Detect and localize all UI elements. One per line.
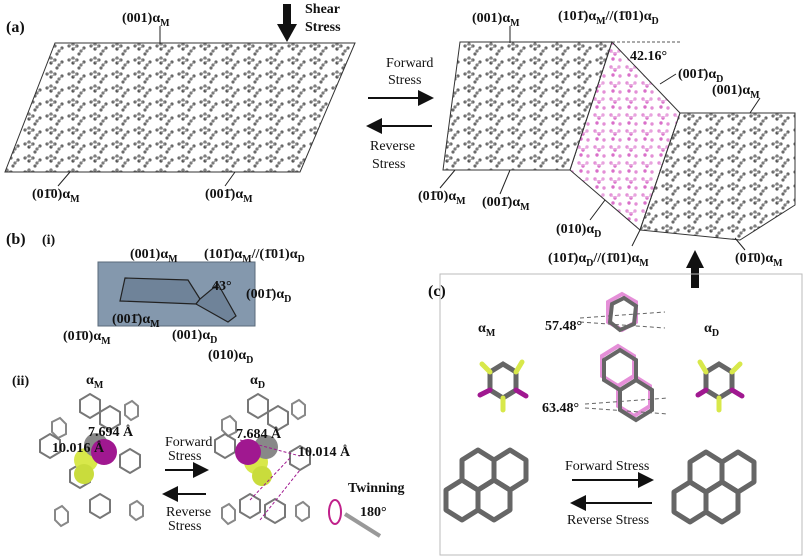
crystal-photo	[97, 261, 256, 327]
b-reverse-1: Reverse	[166, 505, 211, 520]
shear-arrow	[277, 4, 297, 42]
shear-label: Shear	[305, 2, 340, 17]
c-pyrene-left	[443, 447, 529, 523]
twin-plane-label: (101̄)αM//(1̄01)αD	[558, 9, 659, 27]
b-d-face-label: (001̄)αD	[246, 287, 291, 305]
upward-stress-arrow	[686, 250, 704, 288]
c-angle-2: 63.48°	[542, 401, 579, 416]
b-m-face-label-2: (01̄0)αM	[63, 329, 111, 347]
panel-a-label: (a)	[6, 19, 25, 36]
panel-b-ii-label: (ii)	[12, 374, 29, 389]
panel-b-label: (b)	[6, 231, 26, 248]
right-bottom-label-3: (010)αD	[556, 222, 601, 240]
forward-label-1: Forward	[386, 56, 433, 71]
right-bottom-label-2: (001̄)αM	[482, 195, 530, 213]
stress-label: Stress	[305, 20, 341, 35]
panel-b-i-label: (i)	[42, 233, 56, 248]
c-alpha-d-label: αD	[704, 321, 719, 339]
right-bottom-label-5: (01̄0)αM	[735, 251, 783, 269]
right-bottom-label-1: (01̄0)αM	[418, 189, 466, 207]
left-bottom-leader-1	[57, 171, 71, 187]
forward-label-2: Stress	[388, 73, 421, 88]
left-crystal	[4, 42, 356, 173]
b-forward-2: Stress	[168, 449, 201, 464]
panel-c-label: (c)	[428, 283, 446, 300]
b-alpha-d-label: αD	[250, 373, 265, 391]
c-alpha-m-label: αM	[478, 321, 496, 339]
b-forward-1: Forward	[165, 435, 212, 450]
c-reverse-label: Reverse Stress	[567, 513, 649, 528]
b-dist-4: 10.014 Å	[298, 444, 351, 460]
right-bottom-label-4: (101̄)αD//(1̄01)αM	[548, 251, 649, 269]
c-angle-line-1b	[579, 321, 666, 329]
c-forward-label: Forward Stress	[565, 459, 649, 474]
b-dist-2: 10.016 Å	[52, 440, 105, 456]
twinning-axis-arrow	[343, 512, 382, 538]
b-alpha-m-label: αM	[86, 373, 104, 391]
c-angle-line-1a	[579, 311, 666, 319]
alpha-m-packing	[39, 392, 144, 528]
alpha-m-spacefill	[74, 433, 117, 484]
right-top-face-label: (001)αM	[472, 11, 520, 29]
b-d-face-label-3: (010)αD	[208, 348, 253, 366]
c-angle-line-2a	[584, 397, 669, 405]
right-crystal-right-domain	[639, 112, 796, 241]
left-top-face-label: (001)αM	[122, 11, 170, 29]
right-bottom-leader-5	[734, 237, 746, 251]
c-overlay-middle	[600, 343, 654, 423]
twinning-rotation-icon	[328, 499, 342, 525]
right-top-face-label-2: (001)αM	[712, 83, 760, 101]
right-top-leader-2	[749, 97, 761, 114]
reverse-label-1: Reverse	[370, 139, 415, 154]
b-dist-3: 7.684 Å	[236, 426, 282, 442]
alpha-d-dashed-lines	[239, 439, 301, 521]
left-bottom-leader-2	[224, 171, 236, 187]
c-overlay-top	[606, 291, 639, 333]
c-alpha-m-molecule	[477, 359, 529, 413]
left-bottom-face-label-1: (01̄0)αM	[32, 187, 80, 205]
right-bottom-leader-4	[631, 229, 641, 247]
c-angle-1: 57.48°	[545, 319, 582, 334]
b-top-face-label: (001)αM	[130, 247, 178, 265]
alpha-d-packing	[214, 392, 311, 526]
right-d-face-leader	[659, 73, 677, 85]
right-bottom-leader-2	[499, 169, 511, 195]
b-m-face-label-1: (001̄)αM	[112, 312, 160, 330]
b-twin-plane-label: (101̄)αM//(1̄01)αD	[204, 247, 305, 265]
twinning-label: Twinning	[348, 481, 405, 496]
right-d-face-label: (001̄)αD	[678, 67, 723, 85]
b-d-face-label-2: (001)αD	[172, 328, 217, 346]
alpha-d-spacefill	[235, 435, 278, 486]
panel-c-frame	[439, 273, 803, 556]
twinning-angle: 180°	[360, 505, 387, 520]
c-pyrene-right	[671, 449, 757, 525]
reverse-label-2: Stress	[372, 157, 405, 172]
angle-label-a: 42.16°	[630, 49, 667, 64]
right-bottom-leader-3	[589, 199, 606, 221]
left-bottom-face-label-2: (001̄)αM	[205, 187, 253, 205]
b-reverse-2: Stress	[168, 519, 201, 534]
b-angle-label: 43°	[212, 279, 232, 294]
c-alpha-d-molecule	[695, 359, 745, 413]
b-dist-1: 7.694 Å	[88, 424, 134, 440]
right-bottom-leader-1	[439, 169, 456, 189]
